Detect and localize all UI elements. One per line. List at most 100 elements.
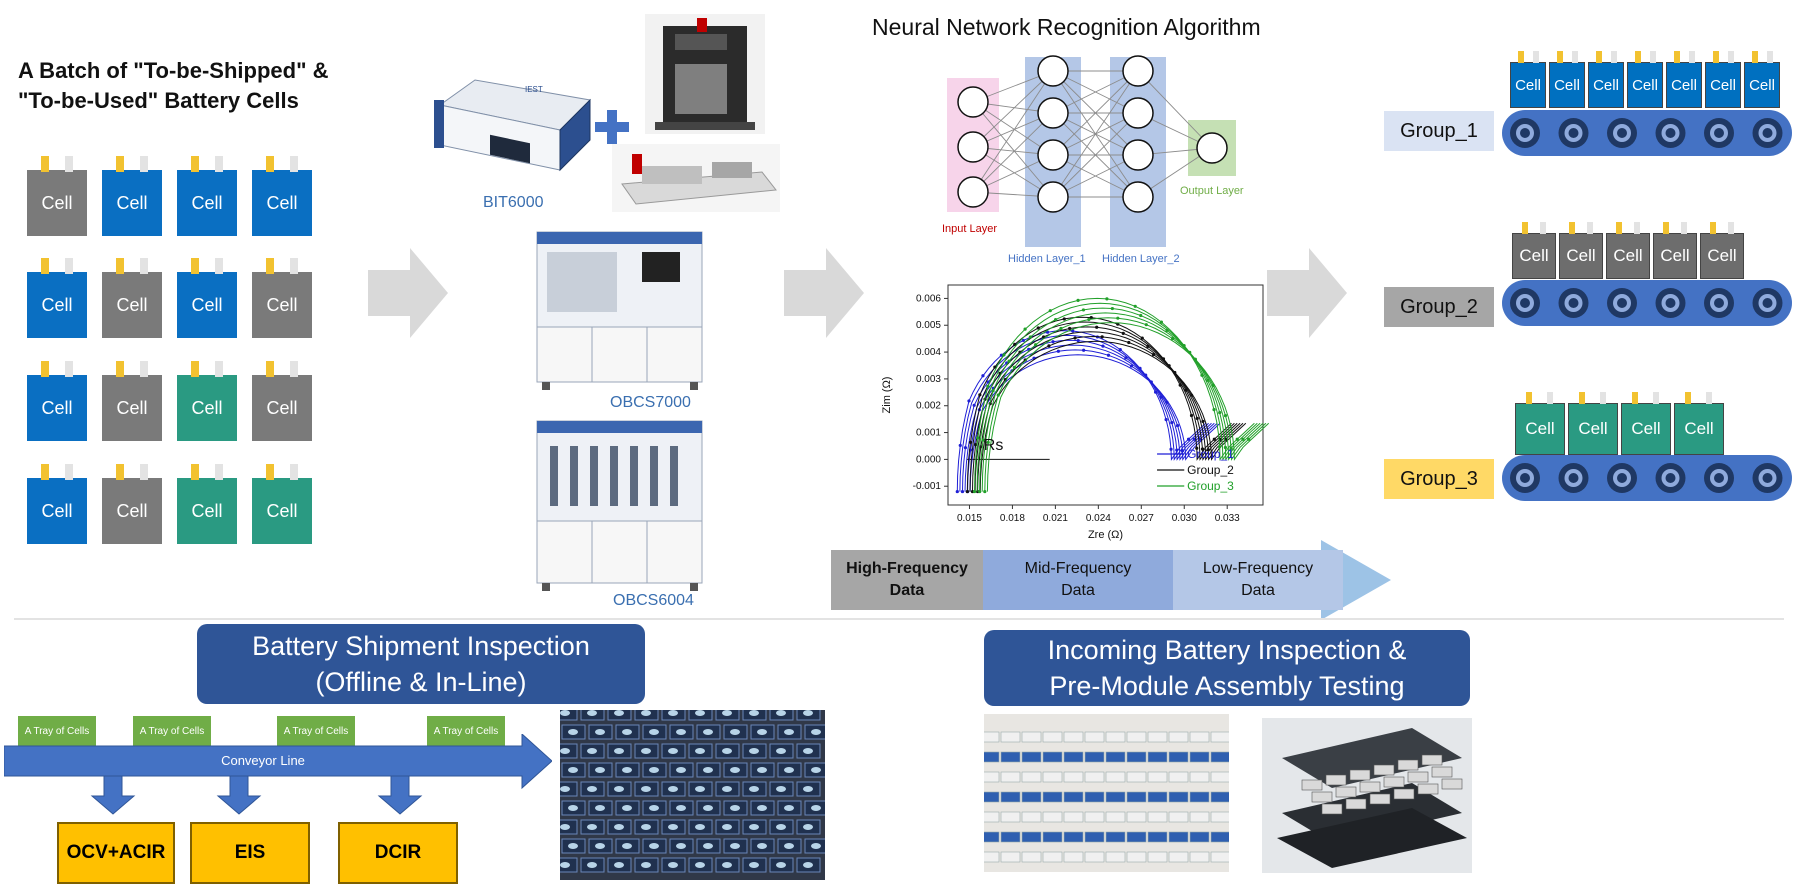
dcir-test-box: DCIR [338, 822, 458, 884]
cell-label: Cell [1613, 246, 1643, 265]
nn-node [1037, 181, 1069, 213]
eis-data-point [1023, 327, 1027, 331]
photo-cell-vent [776, 824, 786, 830]
photo-cell-vent [595, 729, 605, 735]
eis-data-point [1133, 304, 1137, 308]
obcs7000-machine [536, 231, 703, 390]
photo-cell [984, 791, 1000, 803]
photo-cell-vent [560, 748, 570, 754]
photo-cell-vent [749, 824, 759, 830]
photo-cell-vent [649, 843, 659, 849]
belt-roller-axle [1617, 128, 1627, 138]
eis-data-point [1195, 446, 1199, 450]
eis-data-point [1095, 325, 1099, 329]
photo-cell-vent [784, 767, 794, 773]
legend-label: Group_3 [1187, 479, 1234, 493]
cell-tab-negative [1547, 392, 1553, 404]
cell-tab-negative [1587, 222, 1594, 234]
cell-tab-negative [1728, 222, 1735, 234]
photo-cell [1126, 751, 1147, 763]
battery-cell: Cell [177, 464, 237, 544]
photo-cell-vent [757, 729, 767, 735]
belt-roller-axle [1520, 473, 1530, 483]
photo-module [1349, 769, 1371, 781]
cell-tab-negative [65, 156, 73, 172]
eis-data-point [981, 374, 985, 378]
eis-data-point [983, 489, 987, 494]
photo-cell-vent [695, 862, 705, 868]
cell-label: Cell [1749, 76, 1775, 94]
nn-edge [972, 70, 1054, 193]
eis-data-point [1169, 447, 1173, 451]
eis-data-point [1068, 326, 1072, 331]
belt-body [1502, 280, 1792, 326]
nn-node [1122, 181, 1154, 213]
cell-fixture [645, 14, 765, 134]
eis-series-line [984, 317, 1267, 492]
y-tick-label: -0.001 [913, 481, 942, 492]
photo-cell-vent [722, 786, 732, 792]
eis-data-point [963, 446, 968, 450]
photo-cell-vent [668, 710, 678, 716]
nn-edge [1137, 70, 1213, 149]
eis-data-point [1071, 329, 1075, 333]
cell-label: Cell [116, 500, 148, 521]
eis-data-point [1118, 347, 1122, 352]
group-cell: Cell [1744, 51, 1780, 108]
eis-data-point [1201, 419, 1205, 424]
group-label: Group_3 [1384, 459, 1494, 499]
eis-series-line [969, 354, 1221, 492]
eis-data-point [1223, 414, 1228, 418]
photo-cell [1210, 731, 1229, 743]
photo-cell [1147, 771, 1168, 783]
photo-module [1421, 754, 1443, 766]
ocv-acir-test-box: OCV+ACIR [57, 822, 175, 884]
photo-cell [1126, 831, 1147, 843]
cell-label: Cell [1566, 246, 1596, 265]
eis-data-point [993, 365, 997, 369]
arrow-right-icon [368, 248, 448, 338]
cell-label: Cell [266, 397, 298, 418]
photo-module [1335, 786, 1357, 798]
photo-cell [1126, 811, 1147, 823]
nn-edge [972, 112, 1054, 193]
eis-data-point [1247, 437, 1251, 441]
conveyor-belt [1502, 455, 1792, 501]
high-frequency-line1: High-Frequency [846, 560, 968, 577]
photo-cell [1168, 771, 1189, 783]
photo-cell-vent [560, 710, 570, 716]
belt-roller-axle [1568, 128, 1579, 138]
photo-cell [1168, 791, 1189, 803]
eis-series-line [976, 302, 1258, 492]
cell-tab-positive [1662, 222, 1669, 234]
photo-cell [1147, 791, 1168, 803]
photo-cell-vent [668, 786, 678, 792]
tray-cells-image [560, 710, 825, 880]
cell-tab-negative [1728, 51, 1735, 63]
photo-cell [1189, 851, 1210, 863]
photo-cell [1105, 751, 1126, 763]
tray-of-cells: A Tray of Cells [133, 716, 211, 746]
x-tick-label: 0.021 [1043, 513, 1068, 524]
plus-icon [595, 110, 629, 144]
x-tick-label: 0.027 [1129, 513, 1154, 524]
cell-tab-negative [1540, 222, 1547, 234]
photo-cell [1105, 811, 1126, 823]
belt-body [1502, 110, 1792, 156]
photo-cell-vent [722, 862, 732, 868]
eis-data-point [1116, 316, 1120, 320]
eis-data-point [986, 440, 990, 445]
photo-cell-vent [587, 786, 597, 792]
photo-cell [1000, 831, 1021, 843]
eis-data-point [1173, 370, 1177, 375]
cell-tab-positive [1632, 392, 1638, 404]
photo-cell-vent [560, 862, 570, 868]
tray-of-cells: A Tray of Cells [427, 716, 505, 746]
eis-data-point [1021, 338, 1025, 343]
cell-tab-negative [215, 361, 223, 377]
eis-data-point [1105, 297, 1109, 301]
cell-label: Cell [266, 500, 298, 521]
photo-cell [1147, 851, 1168, 863]
cell-tab-positive [1685, 392, 1691, 404]
